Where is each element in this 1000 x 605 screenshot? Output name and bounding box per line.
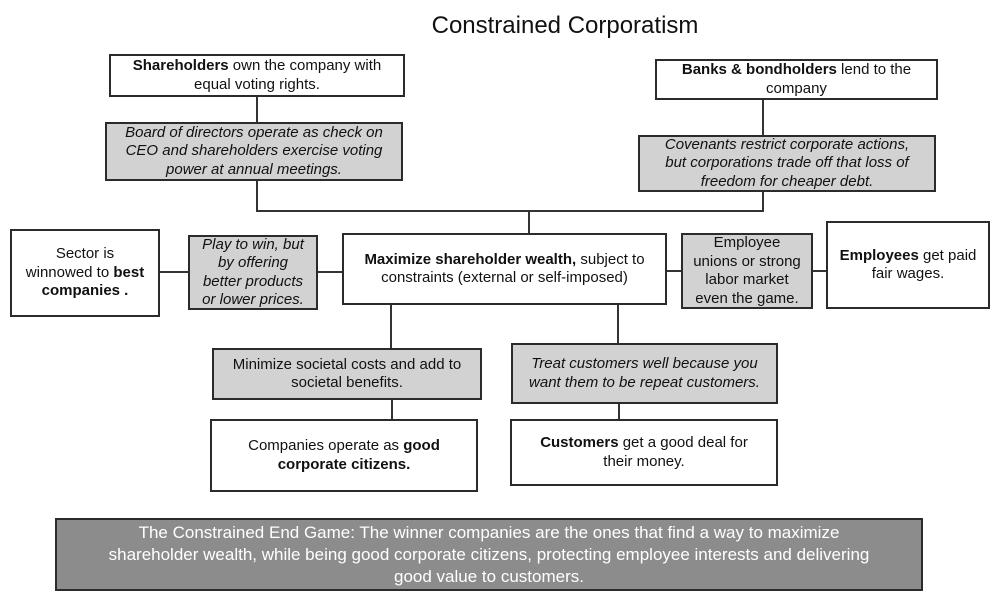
connector-maximize-minimize <box>390 303 392 350</box>
connector-junction-bar <box>256 210 764 212</box>
diagram-title: Constrained Corporatism <box>431 12 699 39</box>
connector-maximize-treat <box>617 303 619 345</box>
text-segment: get a good deal for their money. <box>603 434 748 470</box>
box-treat-customers: Treat customers well because you want th… <box>511 343 778 404</box>
box-board-of-directors: Board of directors operate as check on C… <box>105 122 403 181</box>
connector-sector-play <box>158 271 190 273</box>
connector-board-junction <box>256 179 258 212</box>
connector-banks-covenants <box>762 98 764 137</box>
box-shareholders-text: Shareholders own the company with equal … <box>133 57 381 94</box>
bold-segment: Shareholders <box>132 57 229 74</box>
box-play-to-win-text: Play to win, but by offering better prod… <box>202 235 304 309</box>
box-sector-winnowed: Sector is winnowed to best companies . <box>10 229 160 317</box>
connector-shareholders-board <box>256 95 258 124</box>
box-maximize-shareholder-wealth: Maximize shareholder wealth, subject to … <box>342 233 667 305</box>
bold-segment: Maximize shareholder wealth, <box>364 250 577 268</box>
text-segment: lend to the company <box>766 61 912 97</box>
box-covenants-text: Covenants restrict corporate actions, bu… <box>664 135 910 190</box>
connector-maximize-unions <box>665 270 683 272</box>
box-employees-fair-wages-text: Employees get paid fair wages. <box>840 247 977 284</box>
box-constrained-end-game: The Constrained End Game: The winner com… <box>55 518 923 591</box>
connector-minimize-companies <box>391 398 393 421</box>
box-constrained-end-game-text: The Constrained End Game: The winner com… <box>108 522 870 586</box>
box-good-corporate-citizens: Companies operate as good corporate citi… <box>210 419 478 492</box>
box-minimize-societal-costs-text: Minimize societal costs and add to socie… <box>232 355 462 392</box>
connector-unions-employees <box>811 270 828 272</box>
connector-junction-maximize <box>528 210 530 235</box>
bold-segment: Banks & bondholders <box>681 61 837 78</box>
box-banks-bondholders-text: Banks & bondholders lend to the company <box>682 61 911 98</box>
box-shareholders: Shareholders own the company with equal … <box>109 54 405 97</box>
connector-covenants-junction <box>762 190 764 212</box>
connector-treat-customers <box>618 402 620 421</box>
box-employees-fair-wages: Employees get paid fair wages. <box>826 221 990 309</box>
box-customers-good-deal-text: Customers get a good deal for their mone… <box>540 434 748 471</box>
box-treat-customers-text: Treat customers well because you want th… <box>529 355 760 391</box>
box-play-to-win: Play to win, but by offering better prod… <box>188 235 318 310</box>
text-segment: get paid fair wages. <box>871 246 977 283</box>
box-employee-unions: Employee unions or strong labor market e… <box>681 233 813 309</box>
box-covenants: Covenants restrict corporate actions, bu… <box>638 135 936 192</box>
bold-segment: good corporate citizens. <box>277 437 440 473</box>
box-good-corporate-citizens-text: Companies operate as good corporate citi… <box>248 437 440 474</box>
bold-segment: Employees <box>839 246 919 264</box>
box-customers-good-deal: Customers get a good deal for their mone… <box>510 419 778 486</box>
text-segment: own the company with equal voting rights… <box>194 57 382 93</box>
box-sector-winnowed-text: Sector is winnowed to best companies . <box>26 245 144 301</box>
connector-play-maximize <box>316 271 344 273</box>
box-employee-unions-text: Employee unions or strong labor market e… <box>693 234 801 307</box>
bold-segment: best companies . <box>41 263 145 300</box>
text-segment: subject to constraints (external or self… <box>381 250 645 287</box>
box-board-of-directors-text: Board of directors operate as check on C… <box>125 123 383 178</box>
bold-segment: Customers <box>540 434 619 451</box>
box-banks-bondholders: Banks & bondholders lend to the company <box>655 59 938 100</box>
text-segment: Companies operate as <box>248 437 404 454</box>
text-segment: Sector is winnowed to <box>25 245 115 281</box>
box-minimize-societal-costs: Minimize societal costs and add to socie… <box>212 348 482 400</box>
box-maximize-shareholder-wealth-text: Maximize shareholder wealth, subject to … <box>364 251 644 288</box>
